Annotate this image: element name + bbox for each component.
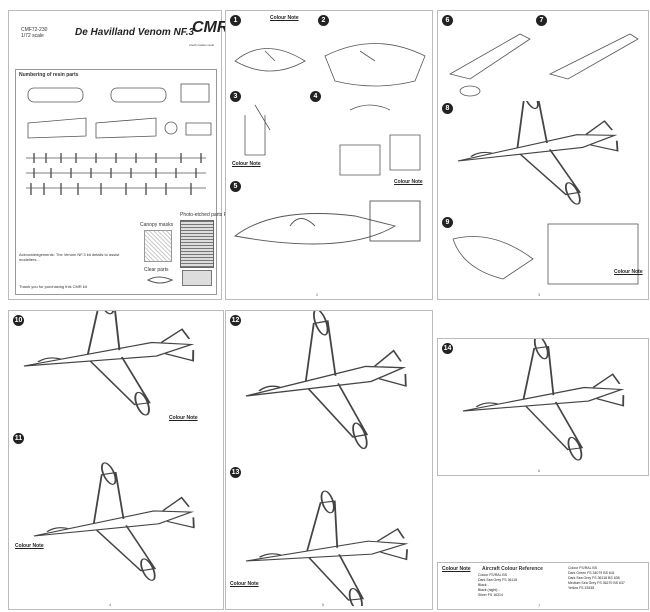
logo-subtitle: czech master resin <box>189 43 215 47</box>
page-number: 2 <box>316 292 319 297</box>
step-1: 1 <box>230 15 241 26</box>
page-steps-6-9: 6 7 8 9 Colour Note 3 <box>437 10 649 300</box>
assembly-drawing-14 <box>441 339 643 474</box>
page-steps-10-11: 10 Colour Note 11 Colour Note 4 <box>8 310 224 610</box>
assembly-drawing-12 <box>226 311 429 461</box>
clear-canopy-drawing <box>146 276 174 284</box>
acknowledgements: Acknowledgements: The Venom NF.3 kit det… <box>19 252 120 262</box>
cover-page: CMF72-230 1/72 scale De Havilland Venom … <box>8 10 230 300</box>
colour-note-9: Colour Note <box>614 269 643 275</box>
colour-table-left: Colour FS/RAL BS Dark Sea Grey FS 36118 … <box>478 573 518 597</box>
colour-note-1: Colour Note <box>270 15 299 21</box>
page-number: 3 <box>538 292 541 297</box>
canopy-masks-label: Canopy masks <box>140 222 174 228</box>
page-number: 4 <box>109 602 112 607</box>
colour-note-3: Colour Note <box>232 161 261 167</box>
colour-note-5: Colour Note <box>394 179 423 185</box>
assembly-drawing-10 <box>9 311 214 429</box>
colour-note-13: Colour Note <box>230 581 259 587</box>
parts-heading: Numbering of resin parts <box>19 72 79 78</box>
step-8: 8 <box>442 103 453 114</box>
step-9: 9 <box>442 217 453 228</box>
step-10: 10 <box>13 315 24 326</box>
page-number: 6 <box>538 468 541 473</box>
kit-title: De Havilland Venom NF.3 <box>75 27 195 38</box>
step-4: 4 <box>310 91 321 102</box>
step-6: 6 <box>442 15 453 26</box>
cmr-logo: CMR <box>192 19 229 36</box>
step-11: 11 <box>13 433 24 444</box>
wing-drawing <box>448 33 639 97</box>
assembly-drawing-11 <box>9 452 217 596</box>
fuselage-drawing <box>233 200 421 245</box>
parts-drawing <box>26 83 212 195</box>
page-steps-12-13: 12 13 Colour Note 5 <box>225 310 433 610</box>
colour-note-11: Colour Note <box>15 543 44 549</box>
colour-table: Colour Note Aircraft Colour Reference Co… <box>437 562 649 610</box>
step-13: 13 <box>230 467 241 478</box>
clear-parts-label: Clear parts <box>144 267 169 273</box>
step-3: 3 <box>230 91 241 102</box>
assembly-drawing-8 <box>438 101 642 221</box>
colour-table-heading: Colour Note <box>442 566 471 572</box>
page-step-14: 14 6 <box>437 338 649 476</box>
parts-box: Numbering of resin parts Canopy masks Cl… <box>15 69 230 295</box>
step-7: 7 <box>536 15 547 26</box>
pe-label: Photo-etched parts PE <box>180 212 231 218</box>
canopy-masks-sheet <box>144 230 172 262</box>
kit-scale: 1/72 scale <box>21 33 44 39</box>
step-2: 2 <box>318 15 329 26</box>
seat-drawing <box>244 104 421 176</box>
pe-fret-small <box>182 270 212 286</box>
step-12: 12 <box>230 315 241 326</box>
kit-code: CMF72-230 <box>21 27 48 33</box>
page-number: 5 <box>322 602 325 607</box>
assembly-drawing-9 <box>452 223 639 285</box>
colour-table-right: Colour FS/RAL BS Dark Green FS 34079 BS … <box>568 566 625 590</box>
step-5: 5 <box>230 181 241 192</box>
page-steps-1-5: 1 2 Colour Note 3 4 Colour Note 5 Colour… <box>225 10 433 300</box>
colour-table-subhead: Aircraft Colour Reference <box>482 566 543 572</box>
colour-note-10: Colour Note <box>169 415 198 421</box>
pe-fret <box>180 220 214 268</box>
page-number: 7 <box>538 603 541 608</box>
step-14: 14 <box>442 343 453 354</box>
cockpit-drawing <box>234 43 426 87</box>
cover-footer: Thank you for purchasing this CMR kit <box>19 284 87 289</box>
